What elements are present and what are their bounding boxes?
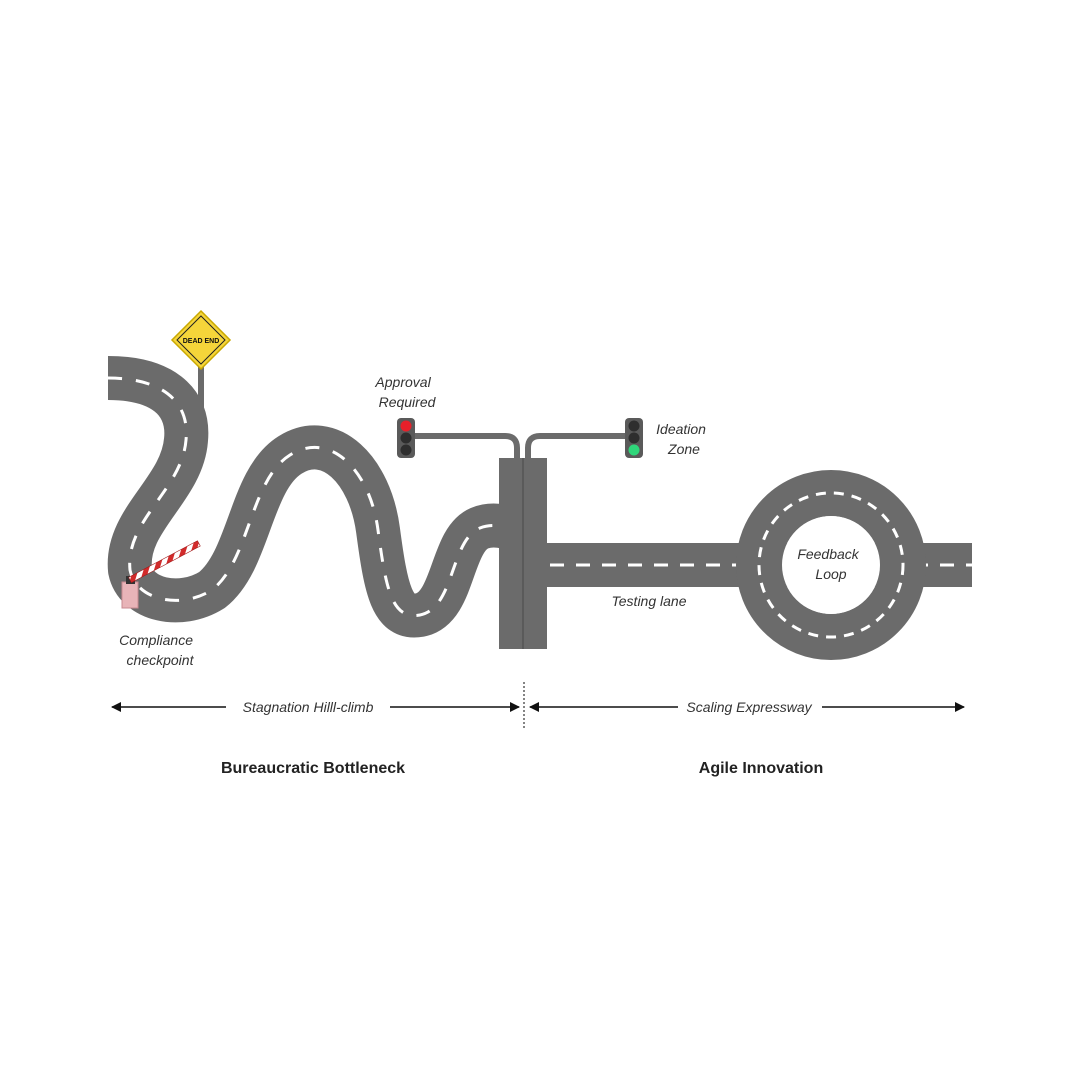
feedback-label-line1: Feedback [797, 546, 859, 562]
sign-post [198, 360, 204, 412]
compliance-label-line2: checkpoint [127, 652, 195, 668]
approval-label-line2: Required [379, 394, 437, 410]
feedback-label: Feedback Loop [797, 546, 862, 582]
ideation-label: Ideation Zone [656, 421, 710, 457]
compliance-label-line1: Compliance [119, 632, 193, 648]
feedback-label-line2: Loop [815, 566, 846, 582]
left-scale-arrow: Stagnation Hilll-climb [111, 699, 520, 715]
ideation-label-line2: Zone [667, 441, 700, 457]
roundabout [736, 470, 926, 660]
testing-lane-label: Testing lane [612, 593, 687, 609]
traffic-light-arm-right [525, 433, 630, 460]
traffic-light-green-icon [625, 418, 643, 458]
left-scale-label: Stagnation Hilll-climb [243, 699, 374, 715]
traffic-light-red-icon [397, 418, 415, 458]
traffic-light-arm-left [413, 433, 520, 460]
winding-road [107, 356, 530, 638]
approval-label-line1: Approval [374, 374, 431, 390]
right-scale-label: Scaling Expressway [686, 699, 812, 715]
dead-end-sign-text: DEAD END [183, 338, 220, 345]
right-scale-arrow: Scaling Expressway [529, 699, 965, 715]
right-section-title: Agile Innovation [699, 760, 823, 777]
barrier-gate-icon [121, 540, 201, 609]
compliance-label: Compliance checkpoint [119, 632, 197, 668]
dead-end-sign-icon: DEAD END [170, 309, 232, 371]
approval-label: Approval Required [374, 374, 436, 410]
left-section-title: Bureaucratic Bottleneck [221, 760, 405, 777]
ideation-label-line1: Ideation [656, 421, 706, 437]
